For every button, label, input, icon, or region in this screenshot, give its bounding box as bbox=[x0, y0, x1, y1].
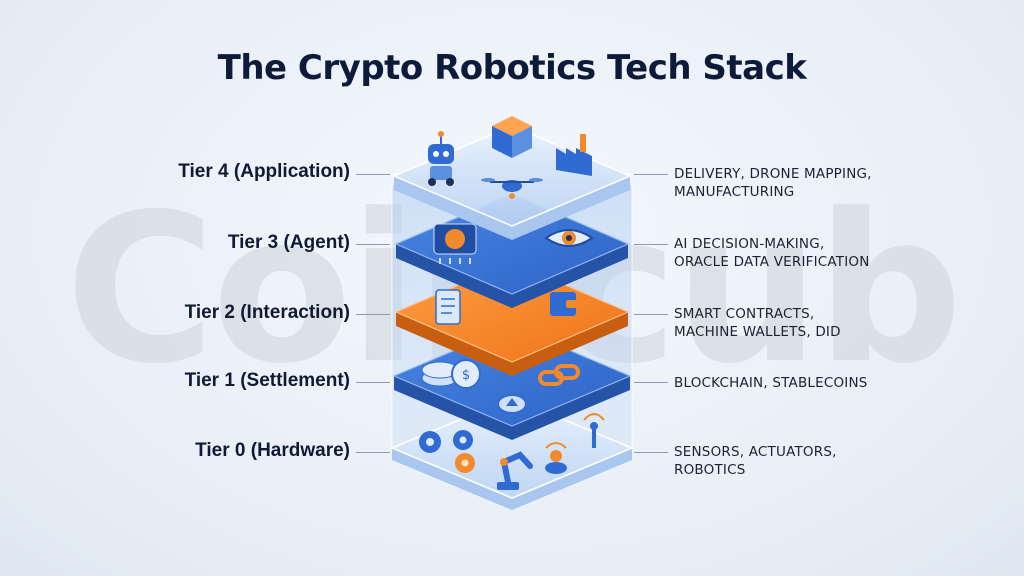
wallet-icon bbox=[550, 292, 578, 316]
eye-icon bbox=[544, 229, 594, 247]
tier-2-left-connector bbox=[356, 314, 390, 315]
tier-1-left-connector bbox=[356, 382, 390, 383]
tier-4-right-connector bbox=[634, 174, 668, 175]
tier-3-right-connector bbox=[634, 244, 668, 245]
tier-0-left-connector bbox=[356, 452, 390, 453]
tier-3-desc-line-2: ORACLE DATA VERIFICATION bbox=[674, 254, 870, 270]
chain-link-icon bbox=[538, 364, 580, 386]
layer-agent bbox=[394, 193, 630, 308]
drone-icon bbox=[481, 178, 543, 199]
tier-4-label: Tier 4 (Application) bbox=[178, 161, 350, 182]
robot-icon bbox=[428, 131, 454, 186]
tier-3-left-connector bbox=[356, 244, 390, 245]
tier-4-desc-line-2: MANUFACTURING bbox=[674, 184, 795, 200]
tier-1-right-connector bbox=[634, 382, 668, 383]
tier-2-description: SMART CONTRACTS, MACHINE WALLETS, DID bbox=[674, 305, 1004, 341]
tier-0-desc-line-1: SENSORS, ACTUATORS, bbox=[674, 444, 837, 460]
tier-2-desc-line-1: SMART CONTRACTS, bbox=[674, 306, 815, 322]
factory-icon bbox=[556, 134, 592, 176]
tier-1-desc-line-1: BLOCKCHAIN, STABLECOINS bbox=[674, 375, 868, 391]
tier-1-label: Tier 1 (Settlement) bbox=[184, 370, 350, 391]
ai-chip-icon bbox=[433, 223, 477, 264]
svg-text:$: $ bbox=[462, 368, 470, 383]
tier-4-description: DELIVERY, DRONE MAPPING, MANUFACTURING bbox=[674, 165, 1004, 201]
token-coin-icon bbox=[497, 394, 527, 414]
tier-2-right-connector bbox=[634, 314, 668, 315]
gears-icon bbox=[419, 430, 475, 473]
tier-0-right-connector bbox=[634, 452, 668, 453]
tier-2-desc-line-2: MACHINE WALLETS, DID bbox=[674, 324, 841, 340]
tier-0-desc-line-2: ROBOTICS bbox=[674, 462, 746, 478]
tier-1-description: BLOCKCHAIN, STABLECOINS bbox=[674, 374, 1004, 392]
tier-3-label: Tier 3 (Agent) bbox=[227, 232, 350, 253]
page-title: The Crypto Robotics Tech Stack bbox=[217, 48, 807, 88]
robotic-arm-icon bbox=[497, 451, 533, 490]
tier-2-label: Tier 2 (Interaction) bbox=[184, 302, 350, 323]
tier-0-description: SENSORS, ACTUATORS, ROBOTICS bbox=[674, 443, 1004, 479]
tier-3-description: AI DECISION-MAKING, ORACLE DATA VERIFICA… bbox=[674, 235, 1004, 271]
tier-4-left-connector bbox=[356, 174, 390, 175]
contract-scroll-icon bbox=[435, 289, 461, 325]
coin-stack-icon: $ bbox=[421, 359, 481, 389]
antenna-icon bbox=[583, 413, 605, 448]
tier-0-label: Tier 0 (Hardware) bbox=[195, 440, 350, 461]
sensor-icon bbox=[545, 442, 567, 474]
tier-3-desc-line-1: AI DECISION-MAKING, bbox=[674, 236, 825, 252]
package-icon bbox=[492, 116, 532, 158]
layer-application bbox=[392, 116, 632, 240]
tier-4-desc-line-1: DELIVERY, DRONE MAPPING, bbox=[674, 166, 872, 182]
